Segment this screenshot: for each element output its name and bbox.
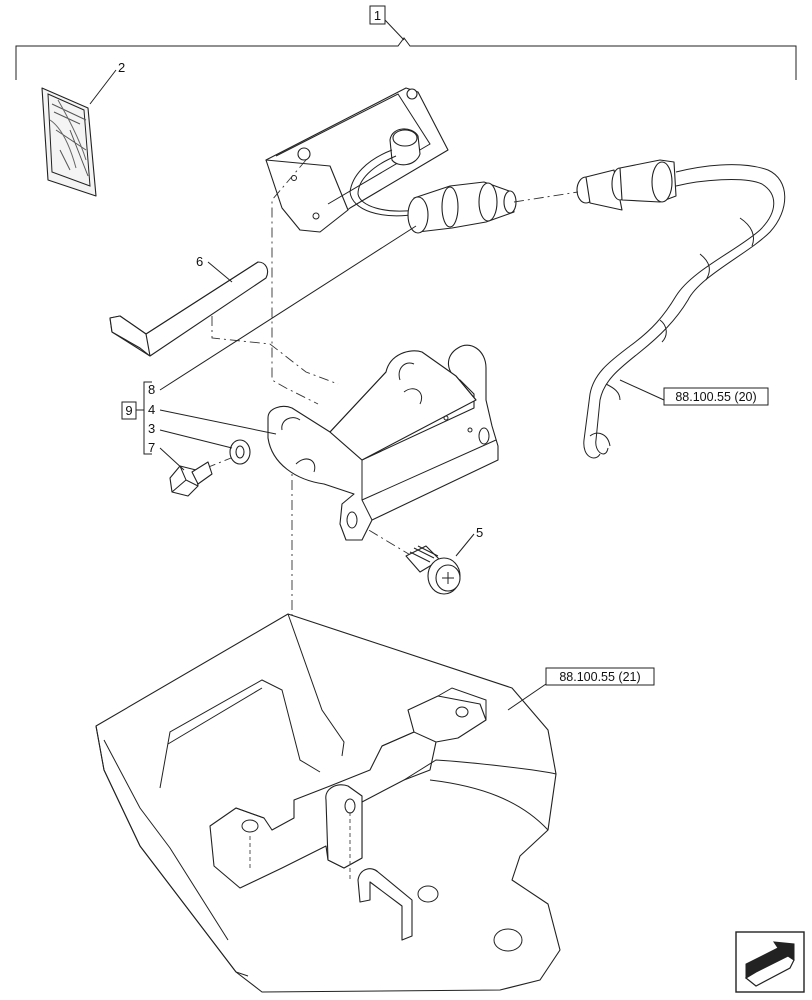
ref-box-harness [663, 387, 769, 406]
assembly-bracket: 1 [15, 5, 797, 80]
ref-harness: 88.100.55 (20) [675, 390, 756, 404]
harness-connector [576, 159, 786, 459]
strap: 6 [109, 254, 269, 357]
kit-callouts: 9 8 4 3 7 [121, 225, 417, 471]
callout-4: 4 [148, 402, 155, 417]
mounting-bracket [267, 344, 499, 541]
callout-5: 5 [476, 525, 483, 540]
callout-1: 1 [374, 8, 381, 23]
callout-8: 8 [148, 382, 155, 397]
callout-7: 7 [148, 440, 155, 455]
hex-bolt [169, 461, 213, 497]
ref-box-support [545, 667, 655, 686]
next-page-arrow-icon[interactable] [735, 931, 805, 993]
callout-6: 6 [196, 254, 203, 269]
lamp-connector [407, 181, 517, 234]
callout-2: 2 [118, 60, 125, 75]
manual-booklet: 2 [41, 60, 125, 197]
phillips-screw: 5 [405, 525, 483, 595]
ref-support: 88.100.55 (21) [559, 670, 640, 684]
callout-3: 3 [148, 421, 155, 436]
callout-9: 9 [125, 403, 132, 418]
support-plate [95, 613, 561, 993]
washer [229, 439, 251, 465]
callout-box-1 [369, 5, 386, 25]
work-lamp [265, 87, 449, 233]
